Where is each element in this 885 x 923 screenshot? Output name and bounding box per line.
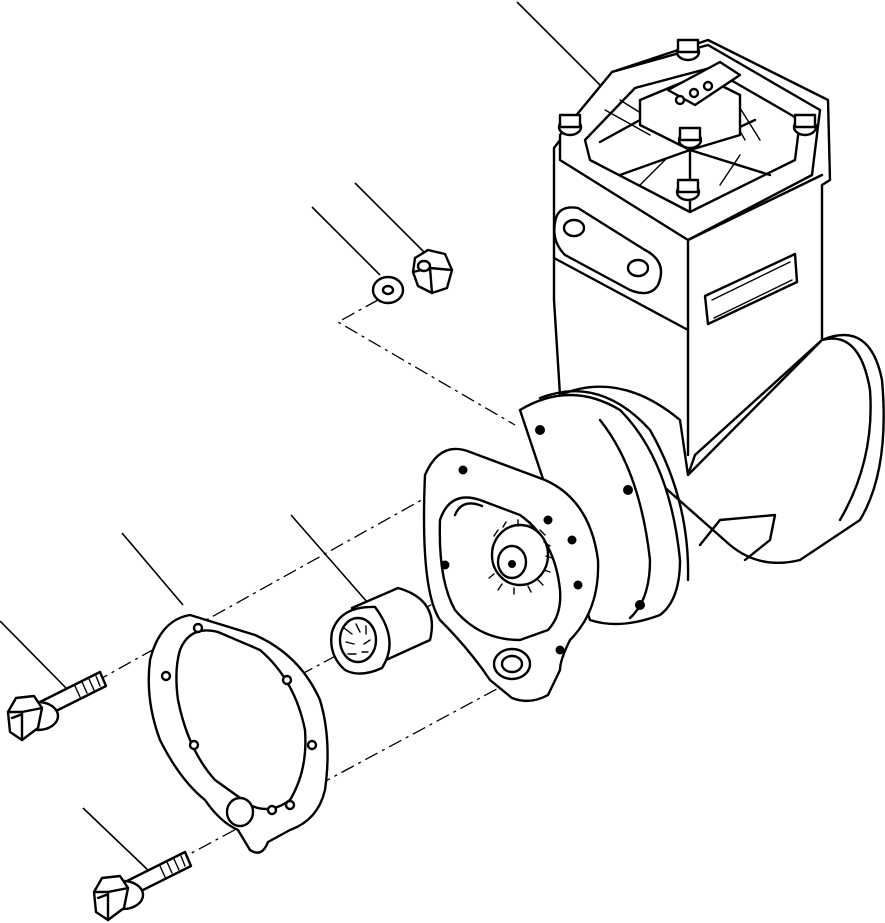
mounting-flange <box>422 390 690 703</box>
leader-compressor <box>516 1 601 86</box>
leader-nut <box>354 182 426 254</box>
leader-sleeve <box>290 514 369 604</box>
upper-flange-bolt <box>6 670 108 742</box>
washer <box>371 275 405 305</box>
leader-upper-bolt <box>0 620 69 691</box>
head-bolts <box>557 38 818 202</box>
leader-lines <box>0 1 601 873</box>
drive-gear-icon <box>488 519 553 595</box>
lower-flange-bolt <box>92 850 193 922</box>
leader-washer <box>311 206 381 276</box>
air-compressor <box>552 38 885 564</box>
gasket <box>147 613 329 854</box>
leader-gasket <box>121 532 184 606</box>
coupling-sleeve <box>330 586 434 675</box>
leader-lower-bolt <box>82 807 151 873</box>
hex-nut <box>411 248 454 295</box>
